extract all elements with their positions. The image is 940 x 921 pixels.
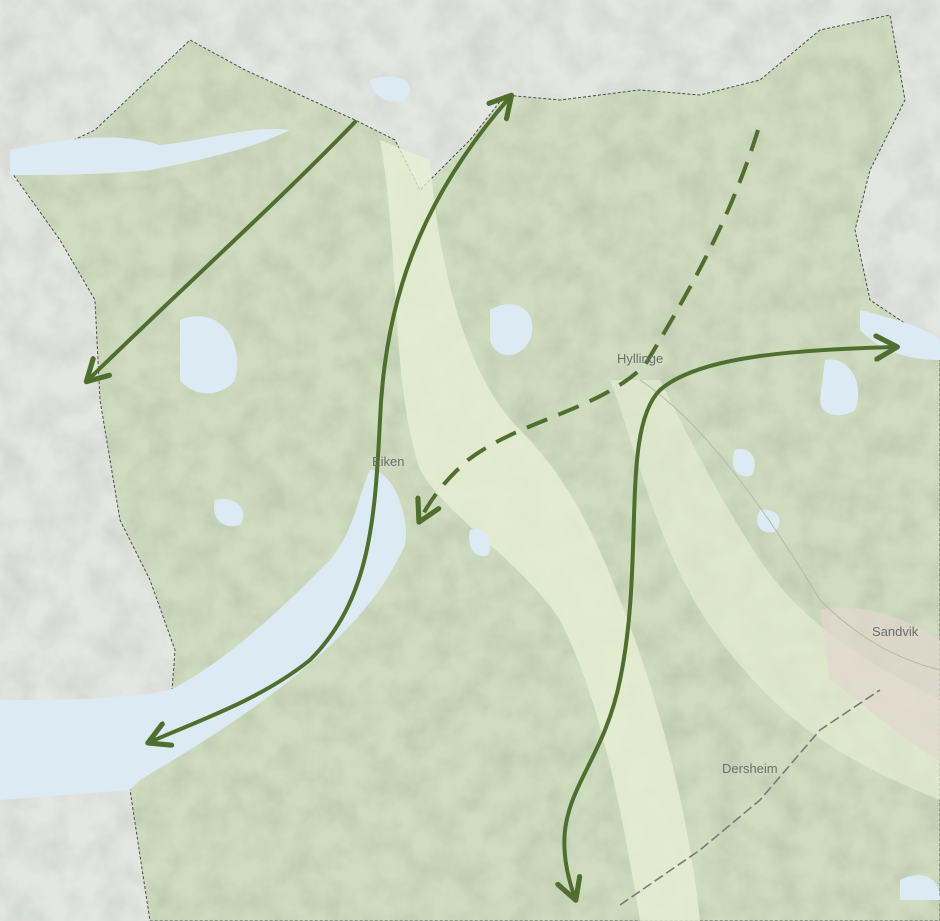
place-label-sandvik: Sandvik xyxy=(872,624,919,639)
arrow-lake-corridor xyxy=(150,97,510,742)
arrow-planned-corridor xyxy=(420,129,760,520)
place-label-eiken: Eiken xyxy=(372,454,405,469)
place-labels: Hyllinge Eiken Sandvik Dersheim xyxy=(372,351,919,776)
lake-northeast xyxy=(860,310,940,360)
place-label-dersheim: Dersheim xyxy=(722,761,778,776)
lake-southeast xyxy=(900,875,940,900)
lake-main xyxy=(0,470,406,800)
place-label-hyllinge: Hyllinge xyxy=(617,351,663,366)
arrow-east-corridor xyxy=(564,347,895,898)
